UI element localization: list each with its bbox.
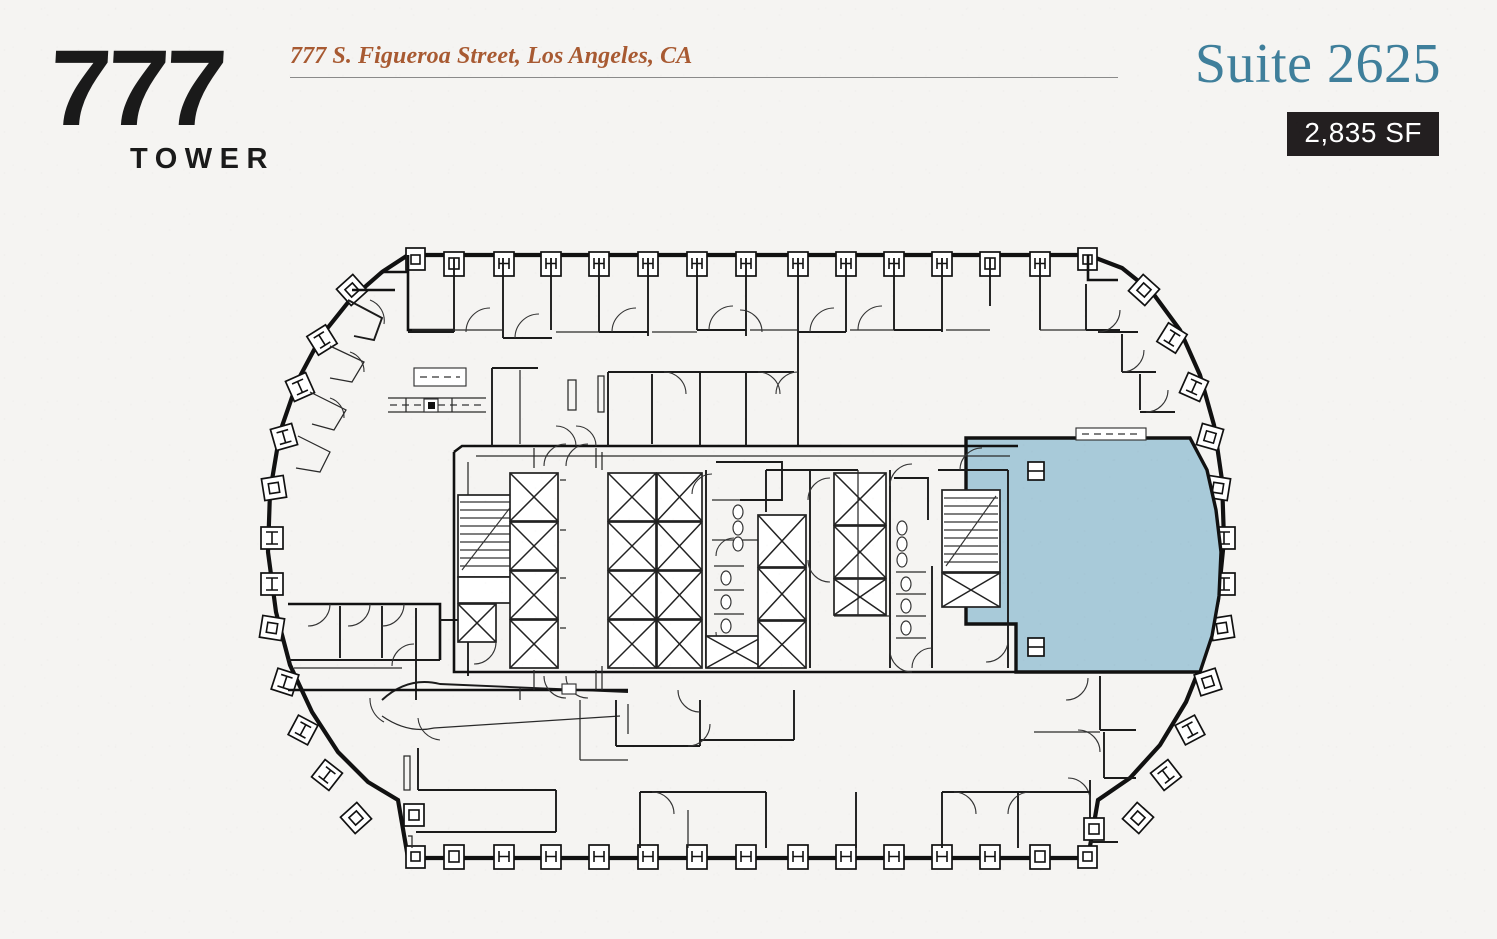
column-marker <box>1121 801 1155 835</box>
perimeter-columns-north <box>405 247 1098 277</box>
column-marker <box>979 844 1001 870</box>
column-marker <box>284 371 316 403</box>
column-marker <box>637 844 659 870</box>
restroom-north <box>691 461 783 669</box>
column-marker <box>405 247 426 271</box>
column-marker <box>1027 461 1045 481</box>
column-marker <box>686 844 708 870</box>
column-marker <box>735 844 757 870</box>
north-offices <box>295 255 1086 473</box>
brand-logo: 777 TOWER <box>46 27 275 176</box>
column-marker <box>305 323 339 357</box>
column-marker <box>310 758 344 792</box>
northeast-offices <box>1075 255 1175 441</box>
column-marker <box>588 844 610 870</box>
column-marker <box>260 526 284 550</box>
column-marker <box>1195 422 1225 452</box>
perimeter-columns-west <box>258 273 373 835</box>
core-corridor <box>288 444 1018 700</box>
column-marker <box>260 572 284 596</box>
column-marker <box>493 844 515 870</box>
column-marker <box>1193 667 1223 697</box>
stair-east <box>938 447 1009 668</box>
column-marker <box>1149 758 1183 792</box>
logo-number: 777 <box>46 27 226 148</box>
column-marker <box>339 801 373 835</box>
column-marker <box>1029 844 1051 870</box>
page-title: Suite 2625 <box>1194 33 1441 95</box>
logo-wordmark: TOWER <box>130 143 275 176</box>
south-interior-rooms <box>561 683 795 761</box>
column-marker <box>1127 273 1161 307</box>
column-marker <box>1155 321 1189 355</box>
column-marker <box>260 474 288 502</box>
column-marker <box>1173 713 1207 747</box>
restroom-south <box>894 477 933 669</box>
elevator-bank-center <box>601 452 703 690</box>
southwest-offices <box>288 602 629 848</box>
column-marker <box>787 844 809 870</box>
column-marker <box>443 844 465 870</box>
header-divider <box>290 77 1118 78</box>
north-interior-offices <box>388 367 799 447</box>
column-marker <box>258 614 286 642</box>
column-marker <box>269 422 299 452</box>
column-marker <box>1077 845 1098 869</box>
column-marker <box>883 844 905 870</box>
column-marker <box>931 844 953 870</box>
page-header: 777 TOWER 777 S. Figueroa Street, Los An… <box>0 0 1497 200</box>
status-badge: 2,835 SF <box>1287 112 1439 156</box>
column-marker <box>286 713 320 747</box>
column-marker <box>1178 371 1210 403</box>
southeast-offices <box>1034 676 1136 843</box>
elevator-bank-west <box>509 443 597 699</box>
shaft-group-center <box>757 469 858 669</box>
column-marker <box>493 251 515 277</box>
suite-2625-highlight[interactable] <box>964 436 1223 674</box>
column-marker <box>835 844 857 870</box>
column-marker <box>1027 637 1045 657</box>
elevator-bank-east <box>833 463 913 673</box>
column-marker <box>540 844 562 870</box>
column-marker <box>405 845 426 869</box>
south-offices <box>639 791 1090 848</box>
building-address: 777 S. Figueroa Street, Los Angeles, CA <box>290 43 693 69</box>
perimeter-columns-south <box>405 844 1098 870</box>
